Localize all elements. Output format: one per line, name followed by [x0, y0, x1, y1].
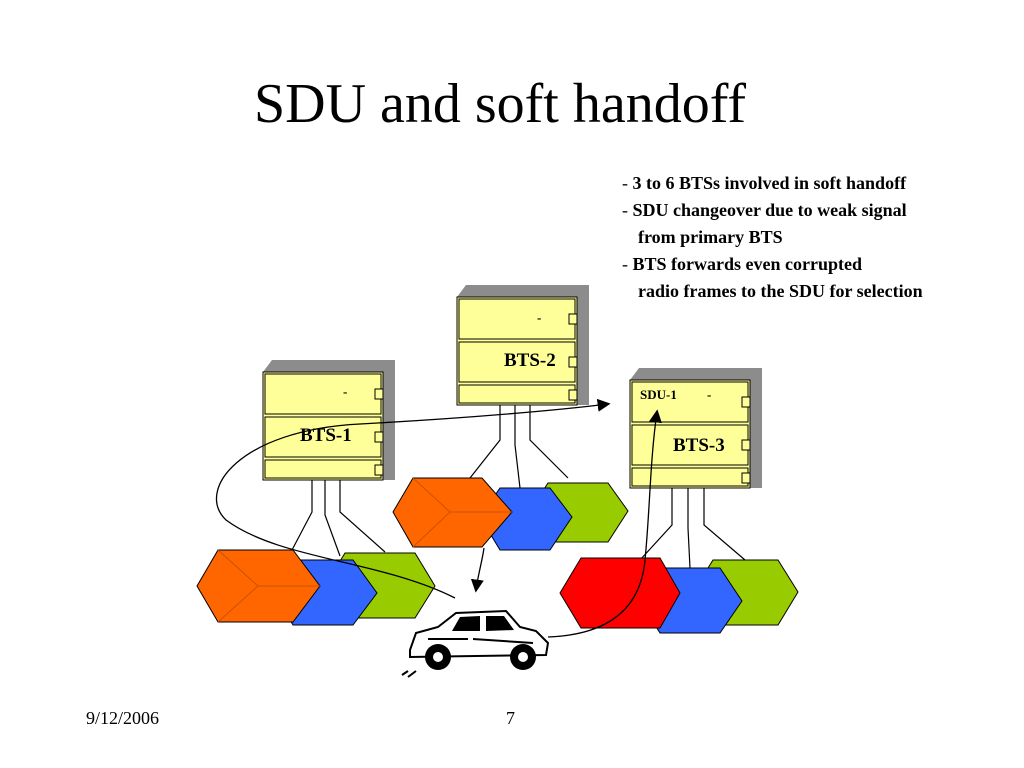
bullet-list: - 3 to 6 BTSs involved in soft handoff -… [622, 170, 1022, 305]
page-number: 7 [506, 708, 515, 728]
bts-3-top-label: - [707, 387, 711, 402]
arrow-icon [470, 547, 485, 593]
car-icon [401, 609, 550, 678]
bullet-dash: - [622, 173, 633, 193]
bts-2-cabinet: - BTS-2 [456, 285, 589, 406]
bullet-text: SDU changeover due to weak signal [632, 200, 907, 220]
bullet-continuation: radio frames to the SDU for selection [622, 278, 1022, 305]
bts-2-cell [392, 477, 629, 551]
bts-1-cell [196, 549, 436, 626]
slide-title: SDU and soft handoff [253, 73, 747, 135]
antenna-icon [291, 405, 746, 569]
sdu-1-label: SDU-1 [640, 387, 677, 402]
bts-2-top-label: - [537, 310, 541, 325]
bullet-text: 3 to 6 BTSs involved in soft handoff [632, 173, 907, 193]
signal-arrows [215, 398, 662, 638]
bullet-dash: - [622, 254, 633, 274]
bts-3-cell [559, 557, 799, 634]
bullet-text: BTS forwards even corrupted [632, 254, 862, 274]
bullet-text: radio frames to the SDU for selection [638, 281, 923, 301]
arrow-icon [547, 409, 662, 638]
bts-2-label: BTS-2 [504, 350, 556, 371]
bullet-dash: - [622, 200, 633, 220]
footer-date: 9/12/2006 [86, 708, 160, 728]
bts-1-cabinet: - BTS-1 [262, 360, 395, 481]
bullet-item: - 3 to 6 BTSs involved in soft handoff [622, 170, 1022, 197]
bullet-item: - SDU changeover due to weak signal [622, 197, 1022, 224]
bts-3-cabinet: SDU-1 - BTS-3 [629, 368, 762, 489]
bullet-continuation: from primary BTS [622, 224, 1022, 251]
sector-hexagon-icon [559, 557, 681, 629]
bts-1-top-label: - [343, 384, 347, 399]
arrow-icon [215, 398, 611, 599]
bullet-item: - BTS forwards even corrupted [622, 251, 1022, 278]
bts-3-label: BTS-3 [673, 435, 725, 456]
bullet-text: from primary BTS [638, 227, 783, 247]
bts-1-label: BTS-1 [300, 425, 352, 446]
